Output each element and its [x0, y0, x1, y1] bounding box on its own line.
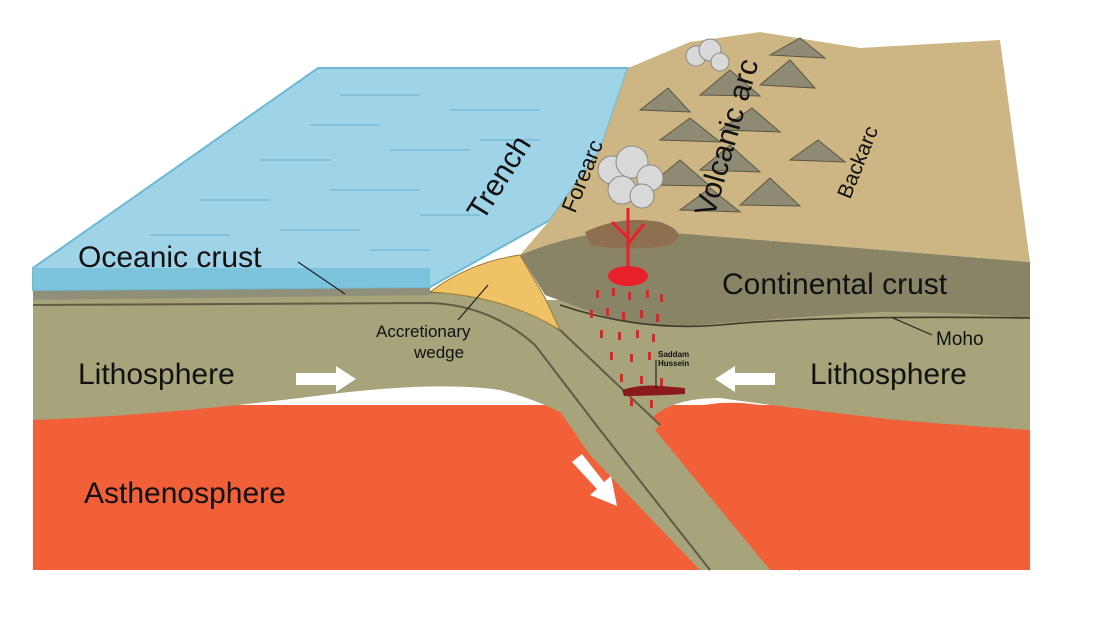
volcano-plume-large: [597, 145, 664, 209]
moho-line: [559, 304, 1031, 328]
label-wedge: wedge: [413, 343, 464, 362]
label-lithosphere-left: Lithosphere: [78, 358, 235, 391]
label-accretionary: Accretionary: [376, 322, 471, 341]
magma-conduit: [610, 208, 646, 270]
arrow-subduction: [572, 454, 617, 506]
label-continental-crust: Continental crust: [722, 268, 948, 301]
magma-drops: [590, 288, 663, 408]
arrow-left-right-plate: [715, 366, 775, 392]
water-ripples: [150, 94, 540, 251]
continental-crust-layer: [520, 230, 1030, 327]
volcano-plume-small: [685, 38, 730, 72]
subducting-slab: [430, 292, 800, 570]
magma-chamber: [608, 266, 648, 286]
volcanic-mountains: [638, 37, 847, 213]
forearc-basin: [585, 219, 678, 249]
arrow-right-left-plate: [296, 366, 356, 392]
slab-bottom-edge: [32, 301, 711, 571]
label-moho: Moho: [936, 329, 984, 350]
annotation-figure: [622, 385, 685, 396]
label-annotation-line2: Hussein: [658, 359, 689, 368]
label-lithosphere-right: Lithosphere: [810, 358, 967, 391]
lithosphere-right-layer: [520, 300, 1030, 430]
label-oceanic-crust: Oceanic crust: [78, 241, 262, 274]
oceanic-crust-leader: [297, 261, 346, 295]
moho-leader: [892, 317, 933, 336]
label-asthenosphere: Asthenosphere: [84, 477, 286, 510]
asthenosphere-right: [655, 402, 1030, 570]
label-annotation-line1: Saddam: [658, 350, 689, 359]
accretionary-wedge: [428, 254, 562, 332]
wedge-leader: [457, 284, 489, 321]
